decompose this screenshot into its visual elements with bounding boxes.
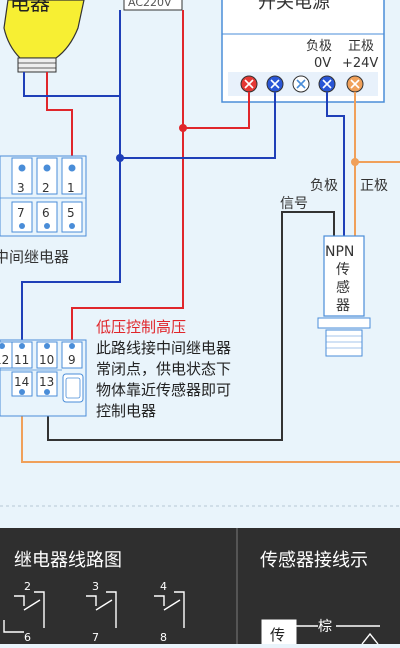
terminal-blue-2 [318, 75, 336, 93]
sensor-wiring-mini: 传 棕 [261, 619, 380, 644]
relay-top-pin-1: 1 [61, 157, 83, 195]
sensor: 负极 正极 信号 NPN 传 感 器 [280, 178, 388, 357]
wires [21, 10, 400, 463]
pin-label: 13 [39, 375, 54, 389]
pin-label: 5 [67, 206, 75, 220]
psu-pos-value: +24V [342, 56, 378, 71]
ac-voltage-label: AC220V [128, 0, 172, 9]
note-line-4: 控制电器 [96, 402, 156, 420]
sensor-signal-label: 信号 [280, 196, 308, 212]
pin-label: 7 [17, 206, 25, 220]
wire-orange-bottom [21, 394, 400, 463]
terminal-red [240, 75, 258, 93]
sensor-type: NPN [325, 244, 354, 260]
relay-bottom-pin-11: 11 [11, 341, 33, 369]
terminal-blue-1 [266, 75, 284, 93]
psu-pos-label: 正极 [348, 39, 374, 54]
wire-black-signal [47, 211, 335, 441]
relay-number-4: 4 [160, 580, 167, 593]
relay-contact-3 [86, 591, 117, 628]
psu-terminals [240, 75, 364, 93]
relay-bottom-pin-12: 12 [0, 341, 13, 369]
relay-number-7: 7 [92, 631, 99, 644]
bottom-panel: 继电器线路图 传感器接线示 2 3 4 6 7 8 传 [0, 528, 400, 644]
wire-red-ac [71, 10, 184, 342]
pin-label: 6 [42, 206, 50, 220]
sensor-box-label: 传 [270, 626, 285, 644]
sensor-name-3: 器 [336, 298, 350, 314]
terminal-orange [346, 75, 364, 93]
psu-neg-value: 0V [314, 56, 331, 71]
relay-top-pin-3: 3 [11, 157, 33, 195]
pin-label: 1 [67, 181, 75, 195]
pin-label: 2 [42, 181, 50, 195]
relay-bottom-pin-13: 13 [36, 371, 58, 397]
relay-name: 中间继电器 [0, 248, 69, 266]
pin-label: 12 [0, 353, 9, 367]
note: 低压控制高压 此路线接中间继电器 常闭点，供电状态下 物体靠近传感器即可 控制电… [96, 318, 231, 420]
sensor-pos-label: 正极 [360, 178, 388, 194]
relay-bottom-pin-9: 9 [61, 341, 83, 369]
pin-label: 14 [14, 375, 29, 389]
sensor-neg-label: 负极 [310, 178, 338, 194]
wire-blue-ac [119, 10, 276, 159]
sensor-wiring-title: 传感器接线示 [260, 550, 368, 571]
relay-number-3: 3 [92, 580, 99, 593]
relay-circuit-title: 继电器线路图 [14, 550, 122, 571]
pin-label: 3 [17, 181, 25, 195]
relay-bottom: 12 11 10 9 14 13 [0, 339, 87, 417]
power-supply-title: 开关电源 [258, 0, 330, 13]
pin-label: 9 [68, 353, 76, 367]
wire-red-lamp [46, 72, 73, 156]
relay-number-8: 8 [160, 631, 167, 644]
relay-top-pin-2: 2 [36, 157, 58, 195]
pin-label: 10 [39, 353, 54, 367]
note-line-2: 常闭点，供电状态下 [96, 360, 231, 378]
wire-blue-relay [21, 158, 121, 342]
wire-blue-sensor [326, 92, 345, 236]
wire-color-label: 棕 [318, 619, 332, 635]
relay-number-6: 6 [24, 631, 31, 644]
relay-number-2: 2 [24, 580, 31, 593]
note-title: 低压控制高压 [96, 318, 186, 336]
lamp: 电器 [3, 0, 85, 73]
note-line-3: 物体靠近传感器即可 [96, 381, 231, 399]
lamp-label: 电器 [10, 0, 50, 15]
relay-contact-2 [3, 591, 45, 633]
psu-neg-label: 负极 [306, 39, 332, 54]
relay-mid-pins: 7 6 5 [11, 201, 83, 233]
terminal-empty [292, 75, 310, 93]
relay-contact-4 [154, 591, 185, 628]
wire-red-psu [183, 92, 250, 129]
sensor-name-2: 感 [336, 279, 350, 296]
pin-label: 11 [14, 353, 29, 367]
sensor-name-1: 传 [336, 262, 350, 278]
ac-label-box: AC220V [123, 0, 183, 11]
relay-bottom-pin-14: 14 [11, 371, 33, 397]
relay-bottom-pin-10: 10 [36, 341, 58, 369]
note-line-1: 此路线接中间继电器 [96, 339, 231, 357]
panel-divider [236, 528, 238, 644]
relay-slot [62, 373, 84, 403]
relay-top: 3 2 1 7 6 5 中间继电器 [0, 155, 87, 266]
